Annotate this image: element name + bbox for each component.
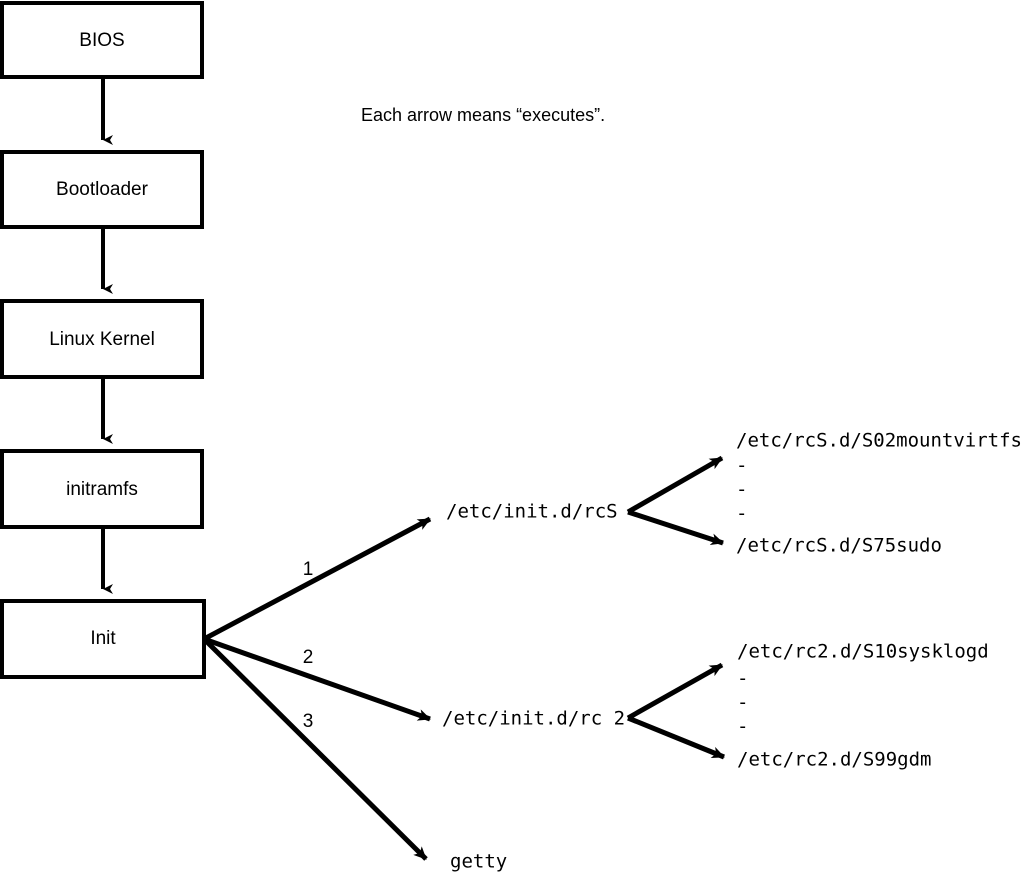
- script-label-rcs-last: /etc/rcS.d/S75sudo: [736, 535, 942, 557]
- ellipsis-dash-rc2-2: -: [737, 692, 748, 714]
- branch-number-1: 1: [303, 559, 314, 580]
- box-label-bootloader: Bootloader: [56, 179, 149, 200]
- branch-number-3: 3: [303, 711, 314, 732]
- arrow-rcs-to-last-script: [627, 509, 724, 546]
- ellipsis-dash-rc2-1: -: [737, 668, 748, 690]
- chain-box-linux-kernel: Linux Kernel: [0, 299, 204, 379]
- branch-number-2: 2: [303, 647, 314, 668]
- box-outline-init: [0, 599, 206, 679]
- arrow-rc2-to-first-script: [626, 662, 724, 721]
- branch-target-label-rcs: /etc/init.d/rcS: [446, 501, 618, 523]
- chain-box-bootloader: Bootloader: [0, 150, 204, 229]
- ellipsis-dash-rcs-1: -: [736, 455, 747, 477]
- box-outline-initramfs: [0, 449, 204, 529]
- ellipsis-dash-rcs-3: -: [736, 503, 747, 525]
- script-label-rc2-last: /etc/rc2.d/S99gdm: [737, 749, 931, 771]
- diagram-caption: Each arrow means “executes”.: [361, 105, 605, 125]
- ellipsis-dash-rc2-3: -: [737, 716, 748, 738]
- box-label-init: Init: [90, 628, 116, 649]
- box-outline-bootloader: [0, 150, 204, 229]
- box-label-initramfs: initramfs: [66, 479, 138, 500]
- branch-target-label-rc2: /etc/init.d/rc 2: [442, 708, 625, 730]
- box-outline-bios: [0, 1, 204, 79]
- box-outline-linux-kernel: [0, 299, 204, 379]
- script-label-rc2-first: /etc/rc2.d/S10sysklogd: [737, 641, 989, 663]
- arrow-init-to-rc2: [203, 636, 431, 722]
- arrow-init-to-rcs: [202, 516, 432, 642]
- chain-box-bios: BIOS: [0, 1, 204, 79]
- arrow-rc2-to-last-script: [627, 715, 725, 760]
- box-label-linux-kernel: Linux Kernel: [49, 329, 155, 350]
- branch-target-label-getty: getty: [450, 851, 507, 873]
- box-label-bios: BIOS: [79, 30, 124, 51]
- chain-box-init: Init: [0, 599, 206, 679]
- chain-box-initramfs: initramfs: [0, 449, 204, 529]
- ellipsis-dash-rcs-2: -: [736, 479, 747, 501]
- arrow-init-to-getty: [202, 637, 428, 861]
- arrow-rcs-to-first-script: [626, 455, 724, 515]
- script-label-rcs-first: /etc/rcS.d/S02mountvirtfs: [736, 430, 1022, 452]
